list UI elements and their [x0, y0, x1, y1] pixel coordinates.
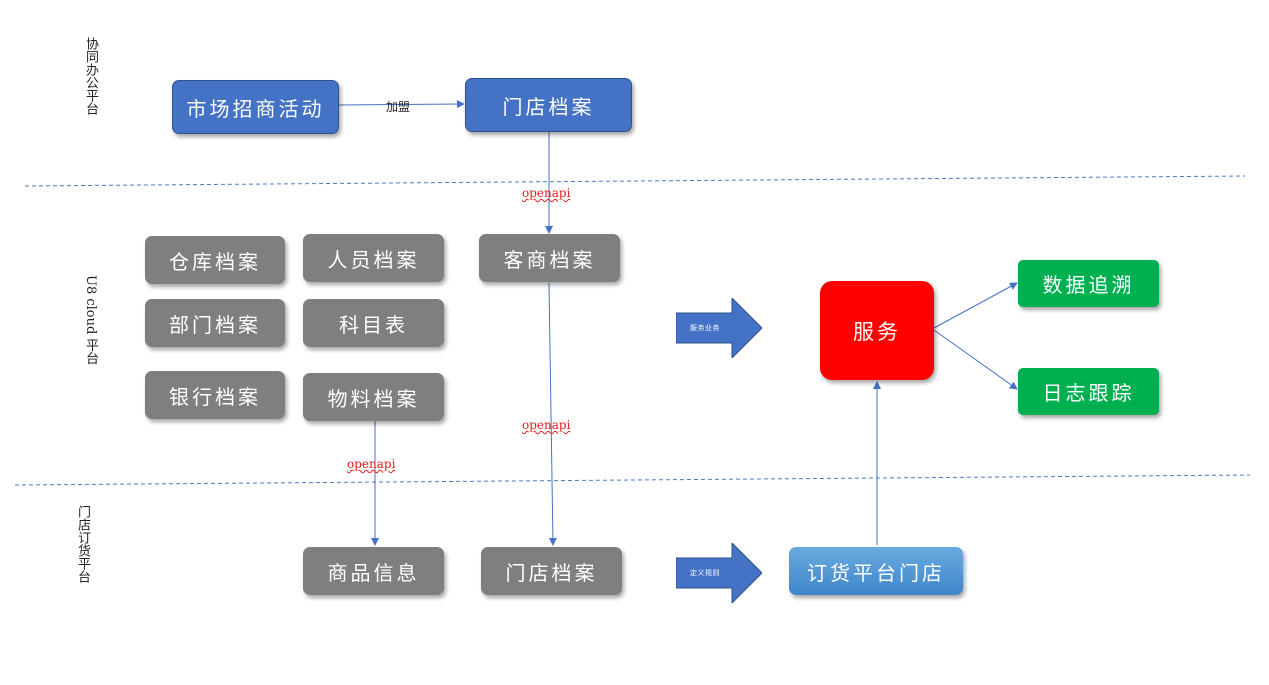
edge-service-to-data — [933, 282, 1018, 329]
node-store-archive-top: 门店档案 — [465, 78, 632, 132]
block-arrow-label: 定义规则 — [690, 569, 720, 577]
block-arrow-shape — [675, 296, 763, 360]
node-department-archive: 部门档案 — [145, 299, 285, 347]
node-customer-archive: 客商档案 — [479, 234, 620, 282]
edge-join — [338, 100, 465, 109]
edge-label-join: 加盟 — [386, 100, 411, 114]
node-market-activity: 市场招商活动 — [172, 80, 339, 134]
node-log-trace: 日志跟踪 — [1018, 368, 1159, 415]
block-arrow-shape — [675, 541, 763, 605]
node-store-archive-bottom: 门店档案 — [481, 547, 622, 595]
node-data-trace: 数据追溯 — [1018, 260, 1159, 307]
node-service: 服务 — [820, 281, 934, 380]
edge-customer-to-store — [548, 282, 557, 546]
edge-label-openapi-middle: openapi — [522, 418, 571, 432]
lane-divider-bottom — [14, 474, 1251, 486]
lane-label-order: 门店订货平台 — [75, 505, 90, 583]
block-arrow-define-rules: 定义规则 — [675, 541, 763, 605]
node-personnel-archive: 人员档案 — [303, 234, 444, 282]
node-material-archive: 物料档案 — [303, 373, 444, 421]
block-arrow-label: 服务业务 — [690, 324, 720, 332]
edge-label-openapi-material: openapi — [347, 457, 396, 471]
lane-label-u8: U8 cloud 平台 — [83, 275, 98, 365]
lane-label-collab: 协同办公平台 — [83, 37, 98, 115]
node-subject-table: 科目表 — [303, 299, 444, 347]
edge-label-openapi-top: openapi — [522, 186, 571, 200]
node-warehouse-archive: 仓库档案 — [145, 236, 285, 284]
lane-divider-top — [24, 175, 1246, 187]
node-order-platform-store: 订货平台门店 — [789, 547, 963, 595]
edge-service-to-log — [933, 329, 1018, 390]
block-arrow-service-business: 服务业务 — [675, 296, 763, 360]
node-goods-info: 商品信息 — [303, 547, 444, 595]
node-bank-archive: 银行档案 — [145, 371, 285, 419]
